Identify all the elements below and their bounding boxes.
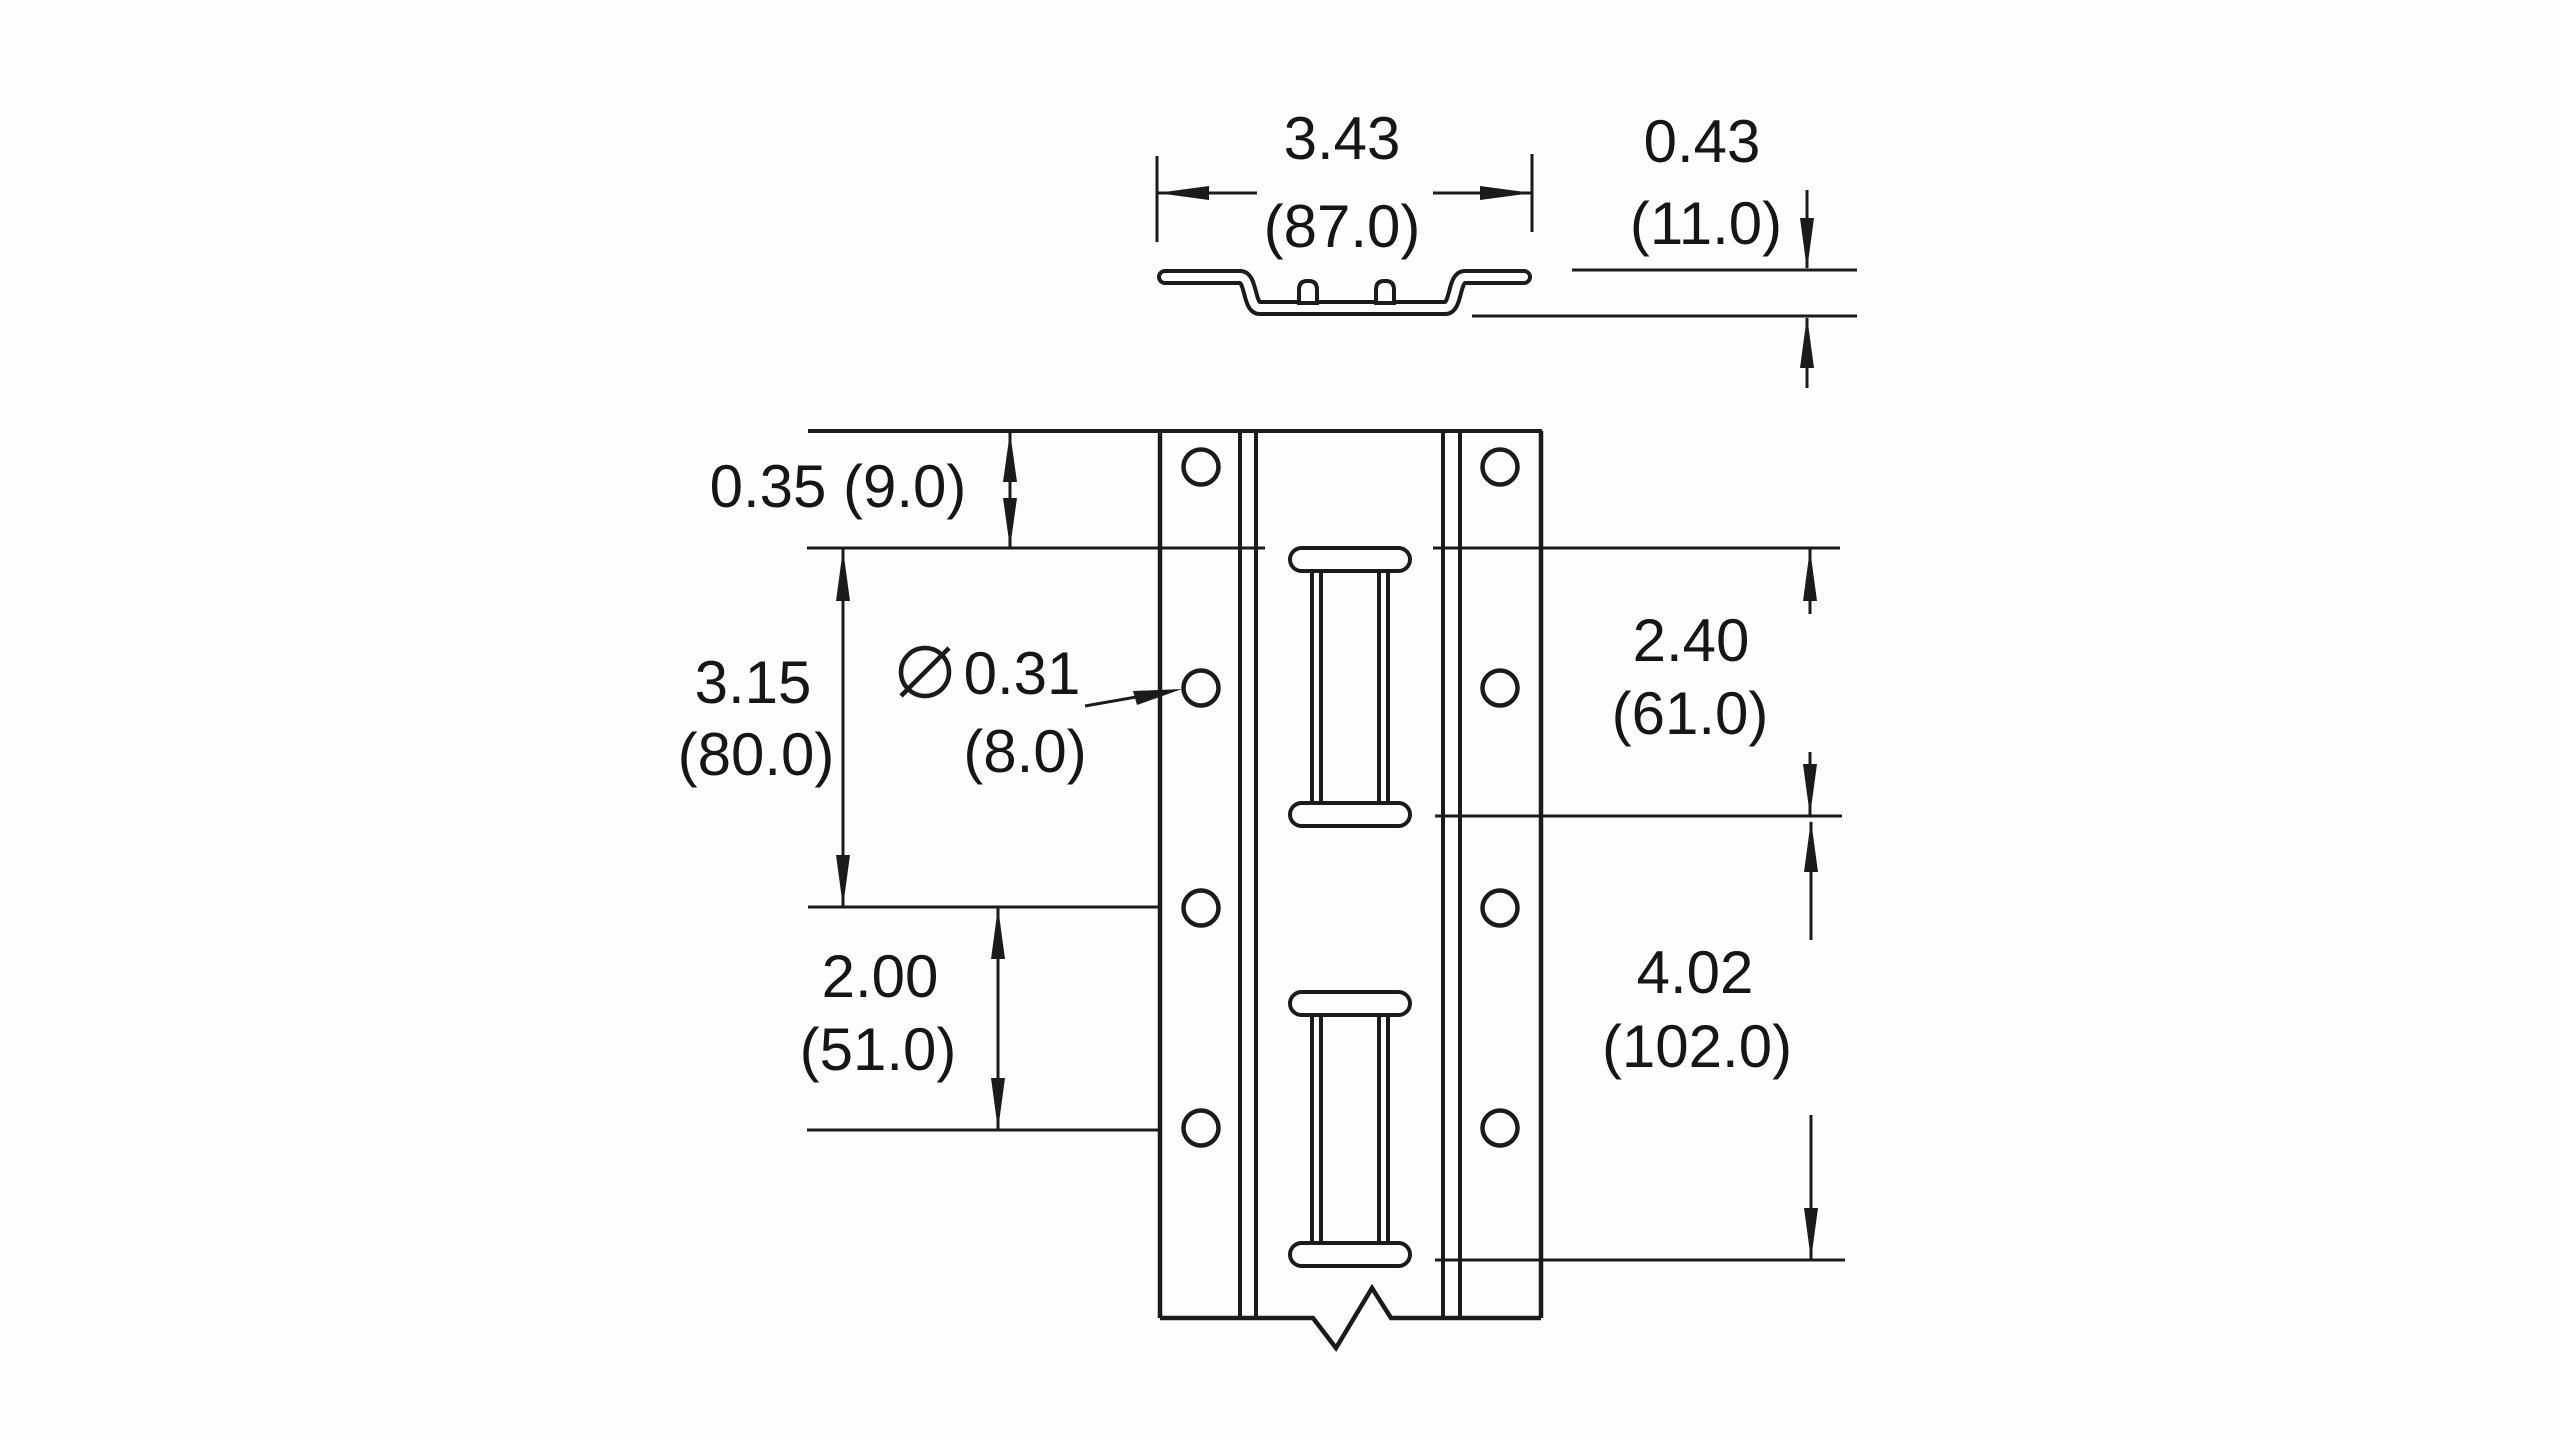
diameter-icon-slash xyxy=(899,646,951,698)
hole xyxy=(1181,1108,1221,1148)
slot-upper xyxy=(1288,546,1412,828)
slot-cap-bottom xyxy=(1288,1241,1412,1268)
dim-hole-diameter-in: 0.31 xyxy=(964,640,1081,707)
arrowhead-up xyxy=(1003,432,1017,482)
diameter-icon xyxy=(898,645,952,699)
leader-arrowhead xyxy=(1133,689,1182,705)
arrowhead-up xyxy=(1803,549,1817,601)
hole xyxy=(1480,888,1520,928)
hole xyxy=(1480,447,1520,487)
arrowhead-down xyxy=(1803,764,1817,816)
dim-hole-pitch-large-mm: (80.0) xyxy=(678,721,835,788)
hole-column-left xyxy=(1181,447,1221,1148)
front-view xyxy=(808,429,1544,1352)
section-profile-core xyxy=(1161,273,1528,312)
dim-hole-pitch-small-mm: (51.0) xyxy=(800,1016,957,1083)
arrowhead-up xyxy=(991,907,1005,959)
slot-cap-top xyxy=(1288,990,1412,1017)
section-tab-left xyxy=(1297,279,1319,305)
dimension-lines xyxy=(836,186,1818,1260)
hole xyxy=(1480,1108,1520,1148)
arrowhead-down xyxy=(1003,498,1017,548)
arrowhead-down xyxy=(1800,218,1814,270)
section-tab-right xyxy=(1374,279,1396,305)
dim-hole-pitch-small-in: 2.00 xyxy=(822,943,939,1010)
dim-slot-pitch-mm: (102.0) xyxy=(1602,1013,1792,1080)
rail-bottom-edge-with-break xyxy=(1160,1283,1541,1352)
dim-slot-length-in: 2.40 xyxy=(1633,607,1750,674)
dimension-labels: 3.43 (87.0) 0.43 (11.0) 0.35 (9.0) 3.15 … xyxy=(678,105,1792,1083)
dim-end-offset: 0.35 (9.0) xyxy=(710,453,967,520)
hole xyxy=(1181,888,1221,928)
arrowhead-down xyxy=(991,1078,1005,1130)
slot-lower xyxy=(1288,990,1412,1268)
hole xyxy=(1181,447,1221,487)
dim-profile-height-in: 0.43 xyxy=(1644,108,1761,175)
dim-hole-pitch-large-in: 3.15 xyxy=(695,649,812,716)
arrowhead-left xyxy=(1157,186,1209,200)
hole xyxy=(1480,668,1520,708)
hole-column-right xyxy=(1480,447,1520,1148)
hole xyxy=(1181,668,1221,708)
dim-profile-width-mm: (87.0) xyxy=(1264,193,1421,260)
section-profile-outline xyxy=(1157,269,1532,316)
arrowhead-up xyxy=(1804,820,1818,872)
slot-cap-bottom xyxy=(1288,801,1412,828)
diameter-icon-circle xyxy=(898,645,952,699)
dim-slot-pitch-in: 4.02 xyxy=(1637,939,1754,1006)
dim-slot-length-mm: (61.0) xyxy=(1612,680,1769,747)
arrowhead-up xyxy=(1800,316,1814,368)
slot-cap-top xyxy=(1288,546,1412,573)
arrowhead-right xyxy=(1480,186,1532,200)
arrowhead-down xyxy=(836,855,850,907)
arrowhead-up xyxy=(836,549,850,601)
arrowhead-down xyxy=(1804,1208,1818,1260)
cross-section-view xyxy=(1157,269,1532,316)
dim-hole-diameter-mm: (8.0) xyxy=(963,718,1086,785)
dim-profile-height-mm: (11.0) xyxy=(1630,190,1782,257)
dim-profile-width-in: 3.43 xyxy=(1284,105,1401,172)
